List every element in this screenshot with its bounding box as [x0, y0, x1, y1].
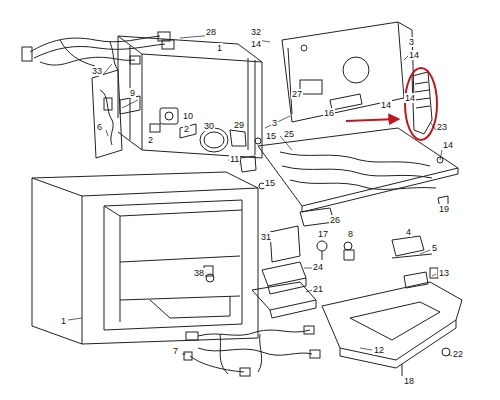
callout-number: 28 — [205, 27, 217, 37]
callout-number: 15 — [265, 131, 277, 141]
callout-number: 32 — [250, 27, 262, 37]
callout-number: 23 — [436, 122, 448, 132]
callout-number: 15 — [264, 178, 276, 188]
callout-number: 19 — [438, 204, 450, 214]
highlight-arrow — [346, 119, 398, 121]
small-parts — [270, 196, 448, 288]
callout-number: 3 — [271, 118, 278, 128]
callout-number: 14 — [250, 39, 262, 49]
callout-number: 24 — [312, 262, 324, 272]
drain-parts — [204, 262, 316, 318]
callout-number: 12 — [373, 345, 385, 355]
highlight-ellipse — [405, 68, 437, 140]
callout-number: 38 — [193, 268, 205, 278]
callout-number: 3 — [408, 37, 415, 47]
callout-number: 2 — [147, 135, 154, 145]
evaporator-tray — [258, 128, 458, 212]
callout-number: 29 — [233, 120, 245, 130]
wire-harness — [184, 326, 320, 376]
callout-number: 14 — [442, 140, 454, 150]
callout-number: 1 — [60, 316, 67, 326]
callout-number: 4 — [405, 227, 412, 237]
callout-number: 18 — [403, 376, 415, 386]
callout-number: 33 — [91, 66, 103, 76]
wire-harness — [22, 32, 174, 70]
callout-number: 9 — [129, 88, 136, 98]
fan-cover — [412, 72, 432, 134]
callout-number: 17 — [317, 229, 329, 239]
back-plate — [282, 22, 414, 122]
callout-number: 22 — [452, 349, 464, 359]
callout-number: 5 — [431, 243, 438, 253]
callout-number: 14 — [380, 100, 392, 110]
upper-housing — [118, 36, 262, 158]
leader-line — [68, 35, 452, 356]
callout-number: 31 — [260, 232, 272, 242]
callout-number: 1 — [216, 43, 223, 53]
callout-number: 8 — [347, 229, 354, 239]
callout-number: 27 — [291, 89, 303, 99]
callout-number: 30 — [203, 121, 215, 131]
callout-number: 6 — [96, 122, 103, 132]
freezer-liner — [32, 172, 258, 344]
callout-number: 11 — [229, 154, 240, 164]
callout-number: 26 — [329, 215, 341, 225]
callout-number: 16 — [323, 108, 335, 118]
callout-number: 7 — [172, 346, 179, 356]
callout-number: 25 — [283, 129, 295, 139]
callout-number: 14 — [404, 93, 416, 103]
base-cover — [322, 282, 462, 376]
callout-number: 14 — [408, 50, 420, 60]
control-panel — [92, 70, 140, 158]
callout-number: 21 — [312, 284, 324, 294]
callout-number: 10 — [182, 111, 194, 121]
callout-number: 2 — [183, 124, 190, 134]
callout-number: 13 — [438, 268, 450, 278]
thermostat-parts — [150, 108, 265, 189]
